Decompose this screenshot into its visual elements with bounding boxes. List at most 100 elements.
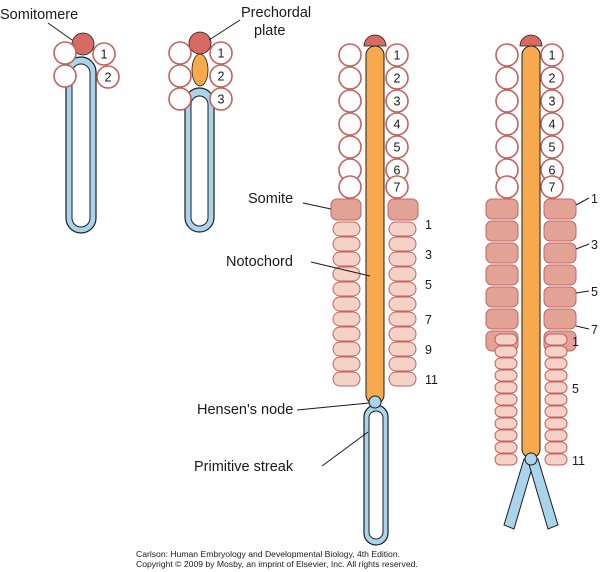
- left-somite-large: [485, 220, 519, 242]
- stage-4: 1 2 3 4 5 6 7: [485, 34, 598, 530]
- left-somite-large: [485, 198, 519, 220]
- left-somitomere: [495, 89, 519, 113]
- somite: [544, 417, 568, 430]
- somitomere-number: 1: [101, 48, 108, 62]
- left-somitomere: [53, 64, 77, 88]
- left-somite: [332, 311, 361, 327]
- somite-label-line: [575, 325, 590, 330]
- hensens-node-stage-3: [368, 395, 382, 409]
- somite: [388, 326, 417, 342]
- somitomere-number: 4: [394, 118, 401, 132]
- somitomere-number: 2: [218, 70, 225, 84]
- primitive-groove-stage-2: [190, 95, 209, 227]
- left-somite-large: [330, 198, 362, 221]
- somitomere: [209, 87, 233, 111]
- somitomere-number: 1: [218, 47, 225, 61]
- somite: [388, 296, 417, 312]
- somite: [388, 341, 417, 357]
- somite: [388, 221, 417, 237]
- somite: [388, 236, 417, 252]
- credit: Carlson: Human Embryology and Developmen…: [136, 549, 418, 569]
- somite: [388, 251, 417, 267]
- left-somitomere: [168, 41, 192, 65]
- notochord-stage-4: [521, 45, 541, 459]
- left-somite: [494, 441, 518, 454]
- somitomere-number: 1: [394, 49, 401, 63]
- somitomere: [540, 175, 564, 199]
- somite-leader-line: [302, 202, 332, 210]
- somitomere: [540, 135, 564, 159]
- primitive-groove-stage-1: [71, 63, 91, 228]
- somitomere: [92, 42, 116, 66]
- somite: [388, 281, 417, 297]
- somite: [388, 311, 417, 327]
- somite-large: [543, 264, 577, 286]
- left-somite: [332, 266, 361, 282]
- stage-3: 1 2 3 4 5 6 7 1 3 5 7 9 11: [330, 34, 438, 546]
- left-somitomere: [495, 175, 519, 199]
- somitomere: [385, 66, 409, 90]
- somite-large: [543, 220, 577, 242]
- prechordal-plate-label-line1: Prechordal: [241, 5, 311, 21]
- notochord-stage-3: [365, 45, 385, 405]
- stage-1: 1 2: [53, 32, 120, 234]
- left-somite: [494, 393, 518, 406]
- prechordal-plate-stage-4: [519, 34, 543, 47]
- somite-number: 5: [572, 382, 579, 396]
- somite-number: 3: [425, 248, 432, 262]
- somite: [544, 453, 568, 466]
- left-somitomere: [168, 87, 192, 111]
- left-somite: [332, 356, 361, 372]
- hensens-node-leader-line: [296, 402, 370, 411]
- somitomere-number: 5: [549, 141, 556, 155]
- primitive-streak-label: Primitive streak: [194, 459, 294, 475]
- primitive-streak-right-limb: [527, 458, 559, 530]
- somitomere-number: 1: [549, 49, 556, 63]
- somite: [388, 356, 417, 372]
- somite-large: [543, 242, 577, 264]
- somite-number: 1: [591, 192, 598, 206]
- prechordal-plate-stage-3: [363, 34, 387, 47]
- primitive-groove-stage-3: [368, 410, 384, 540]
- left-somite: [332, 296, 361, 312]
- somitomere: [209, 41, 233, 65]
- left-somite: [494, 369, 518, 382]
- left-somitomere: [495, 135, 519, 159]
- somite: [544, 429, 568, 442]
- somitomere: [540, 43, 564, 67]
- somitomere-number: 3: [394, 95, 401, 109]
- somitomere: [385, 112, 409, 136]
- somite-number: 1: [572, 335, 579, 349]
- somitomere: [385, 89, 409, 113]
- prechordal-plate-label-line2: plate: [254, 23, 285, 39]
- somite: [544, 345, 568, 358]
- hensens-node-stage-4: [524, 452, 538, 466]
- somite: [388, 266, 417, 282]
- somite-label: Somite: [248, 191, 293, 207]
- left-somite: [332, 326, 361, 342]
- left-somite-large: [485, 242, 519, 264]
- somitomere: [385, 175, 409, 199]
- left-somite: [494, 417, 518, 430]
- left-somite: [332, 281, 361, 297]
- somite-large: [543, 198, 577, 220]
- somitomere: [540, 66, 564, 90]
- somite: [544, 441, 568, 454]
- credit-line-2: Copyright © 2009 by Mosby, an imprint of…: [136, 559, 418, 569]
- left-somite-large: [485, 308, 519, 330]
- primitive-streak-left-limb: [503, 458, 535, 530]
- somite-number: 9: [425, 343, 432, 357]
- somitomere-number: 3: [218, 93, 225, 107]
- left-somitomere: [338, 112, 362, 136]
- left-somitomere: [338, 135, 362, 159]
- somite-number: 7: [425, 313, 432, 327]
- left-somitomere: [338, 175, 362, 199]
- somitomere: [96, 65, 120, 89]
- left-somitomere: [168, 64, 192, 88]
- somite-large: [543, 286, 577, 308]
- left-somitomere: [338, 66, 362, 90]
- somite-number: 5: [425, 278, 432, 292]
- somite: [544, 381, 568, 394]
- somitomere-number: 2: [549, 72, 556, 86]
